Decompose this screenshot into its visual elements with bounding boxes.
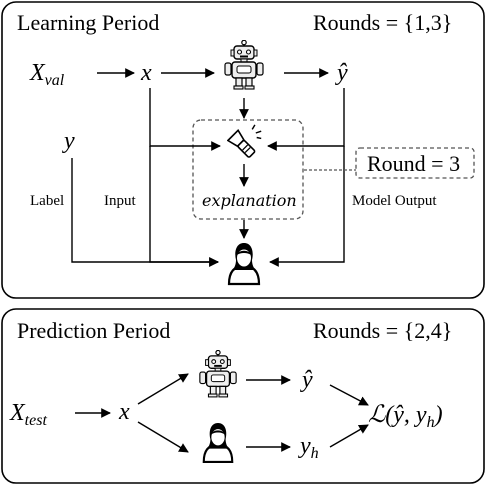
prediction-y-hat: ŷ [300, 367, 313, 393]
learning-x-val-sub: val [45, 72, 65, 89]
learning-period-panel [1, 1, 485, 299]
learning-period-title: Learning Period [17, 10, 159, 35]
input-to-flashlight-path [149, 88, 221, 151]
learning-human-icon [227, 241, 261, 286]
arrow-x-to-human-pred [137, 421, 189, 453]
prediction-rounds-label: Rounds = {2,4} [313, 318, 452, 343]
prediction-y-h: yh [298, 433, 319, 462]
prediction-x-test: Xtest [9, 400, 47, 429]
learning-x: x [140, 60, 152, 86]
learning-robot-icon [224, 40, 264, 90]
arrow-x-to-robot-pred [137, 373, 189, 405]
learning-y-hat: ŷ [335, 60, 348, 86]
loss-expression-close: ) [433, 402, 443, 428]
prediction-x-test-sub: test [25, 412, 48, 429]
learning-x-val: Xval [29, 60, 65, 89]
prediction-x: x [118, 399, 130, 425]
loss-expression-sub: h [427, 414, 435, 431]
arrow-yhat-to-loss [329, 384, 369, 406]
arrow-yh-to-loss [329, 424, 369, 448]
label-label: Label [30, 193, 64, 209]
prediction-period-panel [1, 308, 485, 484]
explanation-dashed-box [192, 119, 304, 220]
prediction-robot-icon [199, 350, 237, 398]
learning-rounds-label: Rounds = {1,3} [313, 10, 452, 35]
prediction-period-title: Prediction Period [17, 318, 170, 343]
round-note-box [355, 147, 475, 179]
input-label: Input [104, 193, 136, 209]
loss-expression: ℒ(ŷ, yh) [368, 402, 443, 431]
round-note-text: Round = 3 [367, 151, 460, 176]
model-output-label: Model Output [352, 193, 437, 209]
prediction-human-icon [202, 421, 234, 464]
prediction-y-h-sub: h [311, 445, 319, 462]
output-to-flashlight-path [267, 88, 345, 151]
explanation-text: explanation [202, 191, 297, 210]
flashlight-icon [227, 124, 263, 160]
label-to-human-path [71, 158, 219, 267]
learning-y: y [62, 128, 75, 154]
output-to-human-path [269, 146, 345, 267]
